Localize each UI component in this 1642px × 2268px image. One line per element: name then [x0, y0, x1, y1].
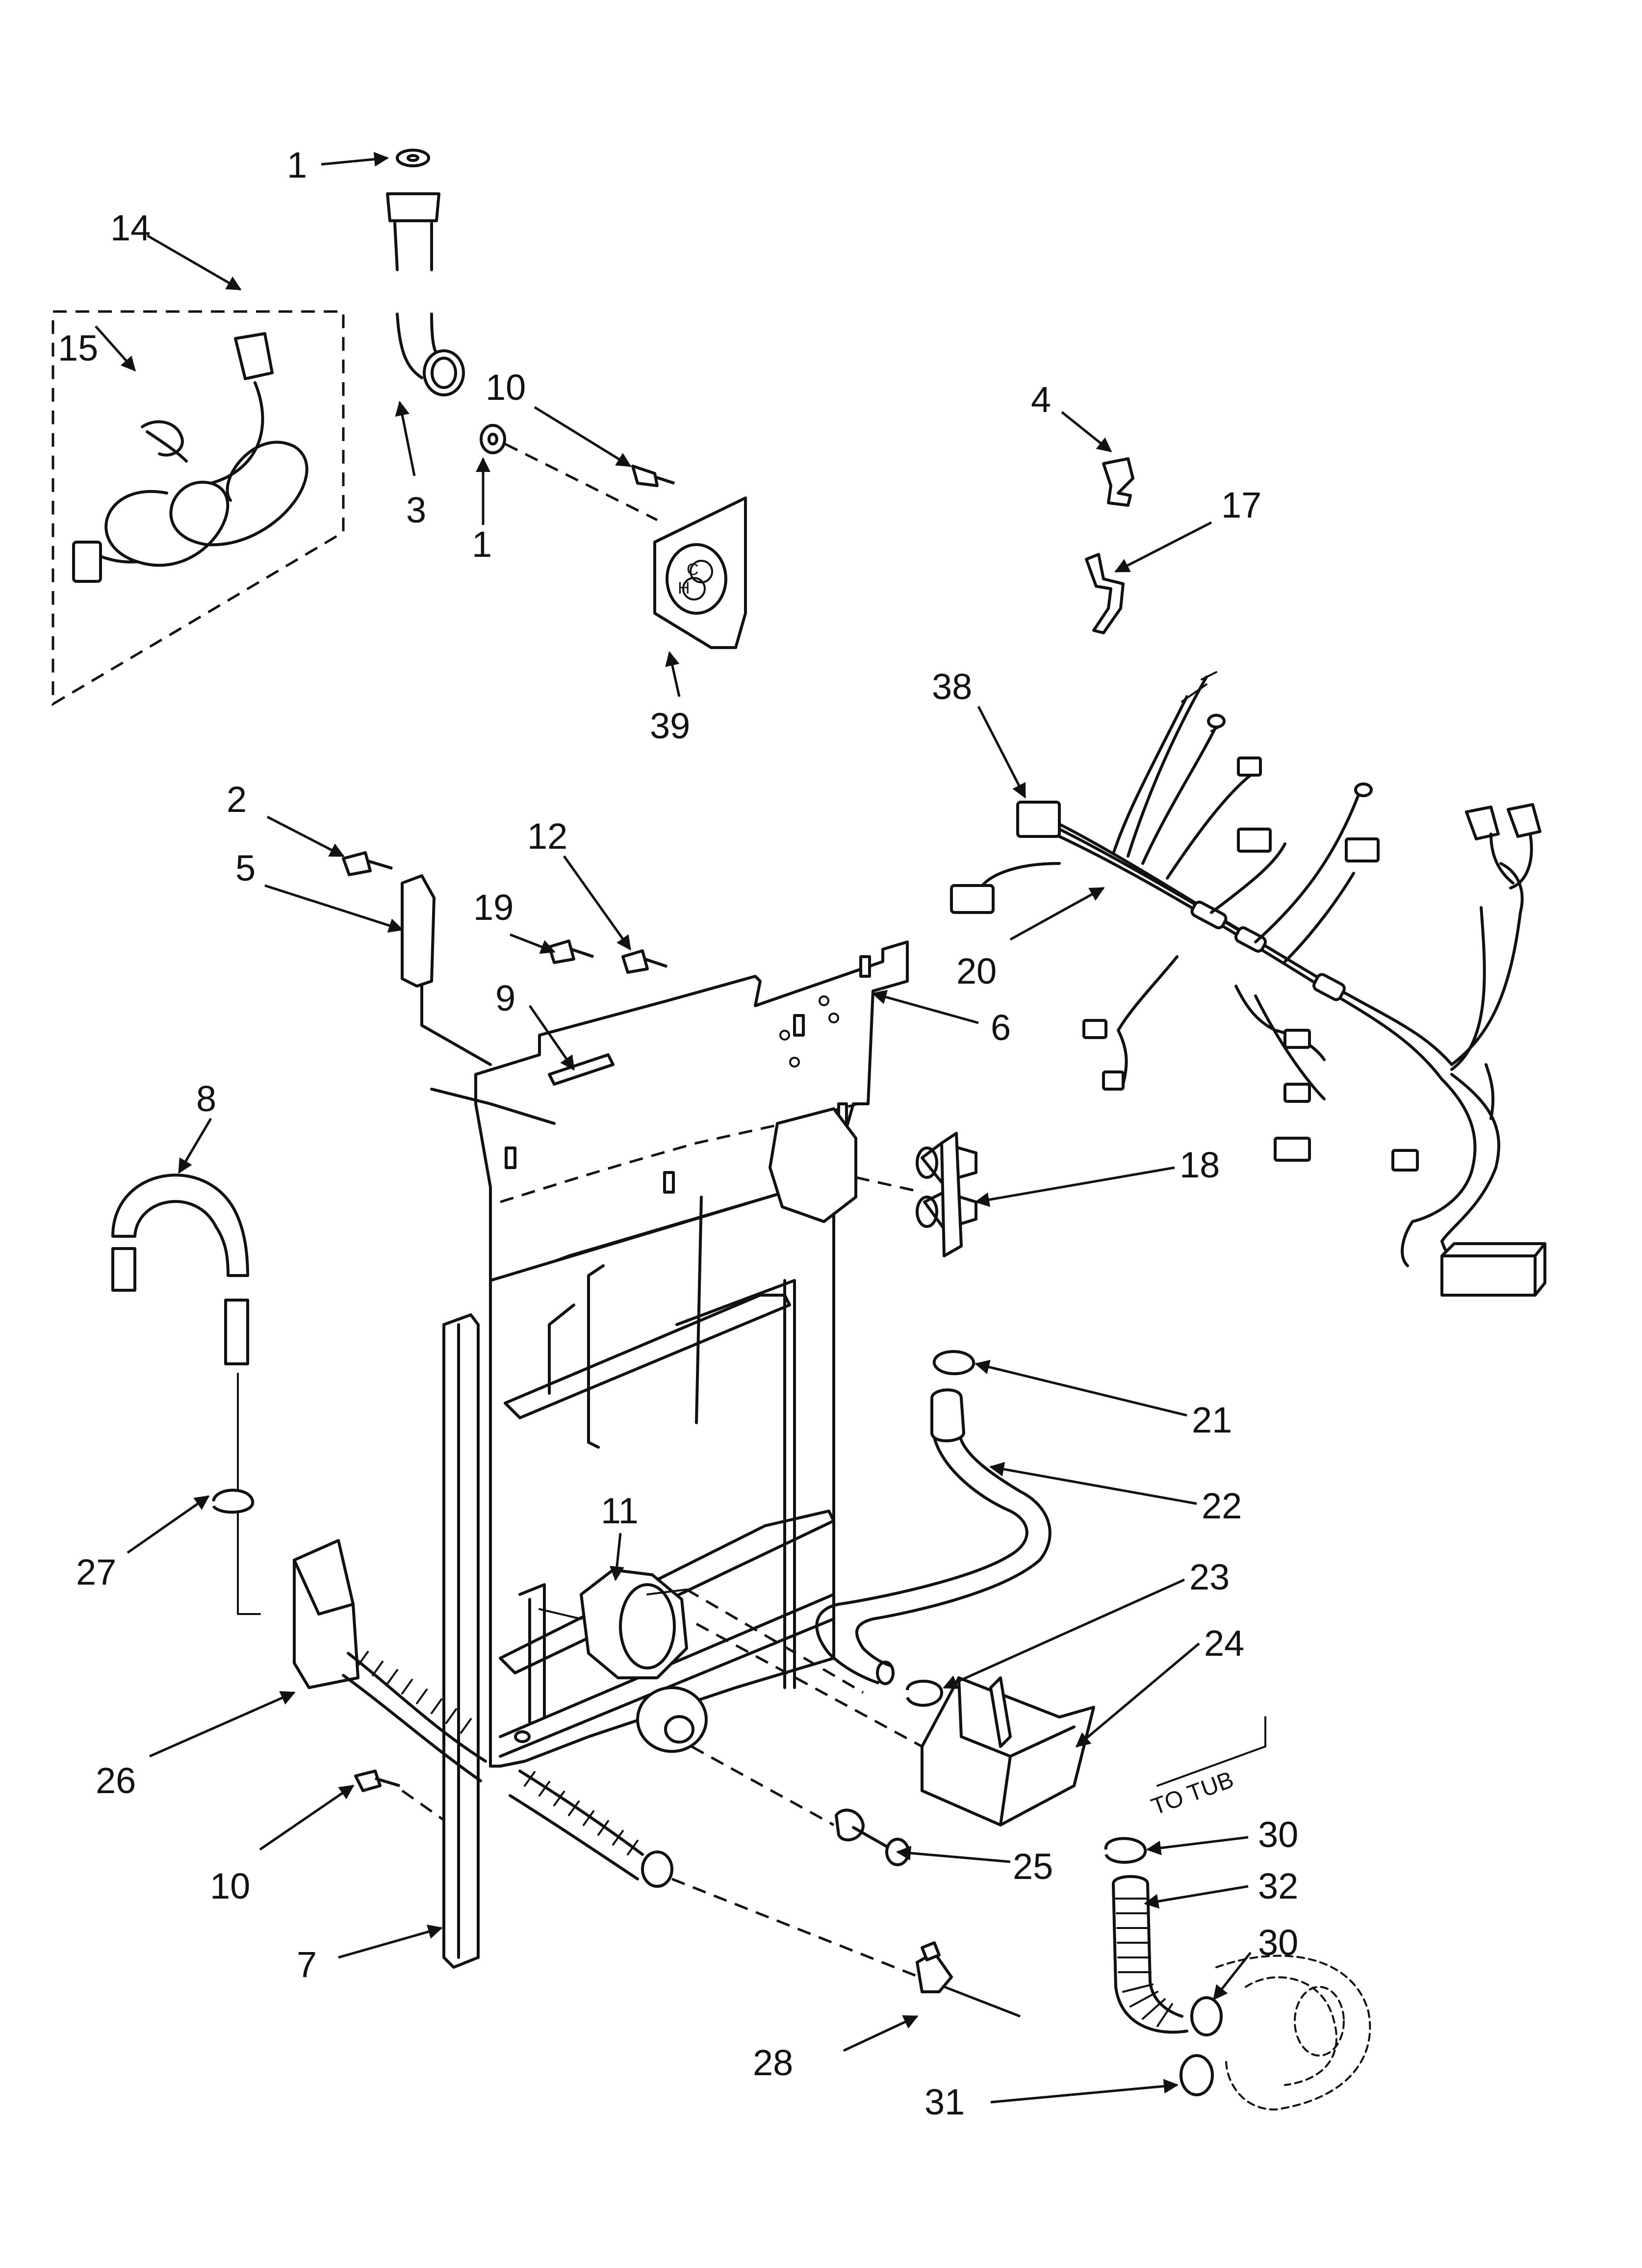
callout-10-bottom: 10	[210, 1866, 250, 1906]
callout-32: 32	[1258, 1866, 1298, 1906]
callout-18: 18	[1180, 1145, 1220, 1185]
callout-2: 2	[227, 779, 247, 820]
strain-relief	[141, 420, 184, 457]
cord-plug	[72, 541, 102, 583]
callout-38: 38	[932, 666, 972, 707]
bar-9	[548, 1053, 615, 1086]
leader-arrows	[95, 152, 1252, 2104]
power-cord-coil	[104, 381, 308, 567]
hose-clamp-3	[423, 349, 465, 396]
callout-9: 9	[495, 978, 515, 1018]
hose-clamp-28	[916, 1941, 953, 1993]
callout-26: 26	[96, 1760, 136, 1801]
bracket-5	[401, 874, 436, 988]
callout-22: 22	[1202, 1486, 1242, 1526]
inlet-hose-group: C H	[386, 149, 747, 649]
clamp-27	[212, 1488, 255, 1514]
callout-5: 5	[235, 848, 256, 888]
callout-31: 31	[924, 2082, 965, 2122]
callout-30-top: 30	[1258, 1814, 1298, 1855]
callout-labels: 1 14 15 10 3 1 39 4 17 38 2 12 5 19 9 6 …	[58, 145, 1298, 2122]
clamp-30-top	[1104, 1837, 1147, 1864]
callout-28: 28	[753, 2042, 793, 2083]
callout-39: 39	[650, 705, 690, 746]
callout-14: 14	[110, 208, 151, 248]
wire-harness-group	[950, 671, 1546, 1297]
corrugations	[357, 1651, 639, 1855]
callout-23: 23	[1189, 1557, 1230, 1597]
callout-25: 25	[1013, 1846, 1053, 1887]
clip-4	[1102, 457, 1134, 507]
clamp-23	[906, 1679, 943, 1707]
power-cord-kit-group	[51, 310, 345, 706]
screw-2	[342, 851, 393, 876]
clamp-30-bottom	[1190, 1996, 1223, 2036]
callout-6: 6	[991, 1007, 1011, 1048]
callout-27: 27	[76, 1552, 116, 1592]
harness-block-connector	[1440, 1242, 1546, 1297]
tub-hose-32: TO TUB	[1104, 1716, 1371, 2111]
to-tub-label: TO TUB	[1148, 1767, 1237, 1820]
callout-19: 19	[473, 887, 513, 928]
callout-1-mid: 1	[472, 524, 492, 565]
cord-connector	[234, 332, 274, 380]
clamp-31	[1180, 2054, 1214, 2096]
water-valve-18	[769, 1107, 977, 1257]
valve-bracket-39	[653, 496, 747, 649]
callout-10-top: 10	[486, 367, 526, 408]
drain-hose-form-8	[111, 1173, 261, 1615]
callout-21: 21	[1192, 1400, 1232, 1440]
clip-brackets	[1085, 457, 1134, 634]
callout-1-top: 1	[287, 145, 307, 185]
callout-17: 17	[1221, 485, 1261, 525]
drain-hose-26	[293, 1539, 1021, 2018]
side-trim-7	[442, 1313, 480, 1969]
fill-hose-22	[815, 1350, 1052, 1685]
callout-15: 15	[58, 328, 98, 368]
hole-plug-25	[636, 1686, 910, 1866]
callout-4: 4	[1031, 379, 1051, 420]
valve-label-h: H	[678, 579, 690, 598]
callout-24: 24	[1204, 1623, 1244, 1664]
harness-connector-left	[950, 884, 995, 914]
screw-10-bottom	[354, 1770, 400, 1792]
screw-19	[548, 939, 594, 964]
screw-12	[621, 949, 667, 974]
harness-main-bundle	[1058, 828, 1453, 1081]
callout-3: 3	[406, 490, 426, 530]
mounting-hardware	[342, 851, 667, 1086]
valve-label-c: C	[687, 560, 699, 579]
harness-plug-38	[1016, 801, 1061, 838]
clamp-21	[932, 1350, 975, 1375]
callout-12: 12	[527, 816, 567, 857]
callout-20: 20	[956, 951, 997, 991]
callout-7: 7	[297, 1944, 317, 1985]
hose-nut	[386, 192, 440, 222]
callout-11: 11	[601, 1490, 639, 1531]
callout-8: 8	[196, 1078, 216, 1119]
bracket-17	[1085, 553, 1125, 634]
screw-10-top	[631, 465, 675, 487]
callout-30-bottom: 30	[1258, 1922, 1298, 1963]
pressure-switch-11	[539, 1568, 688, 1679]
